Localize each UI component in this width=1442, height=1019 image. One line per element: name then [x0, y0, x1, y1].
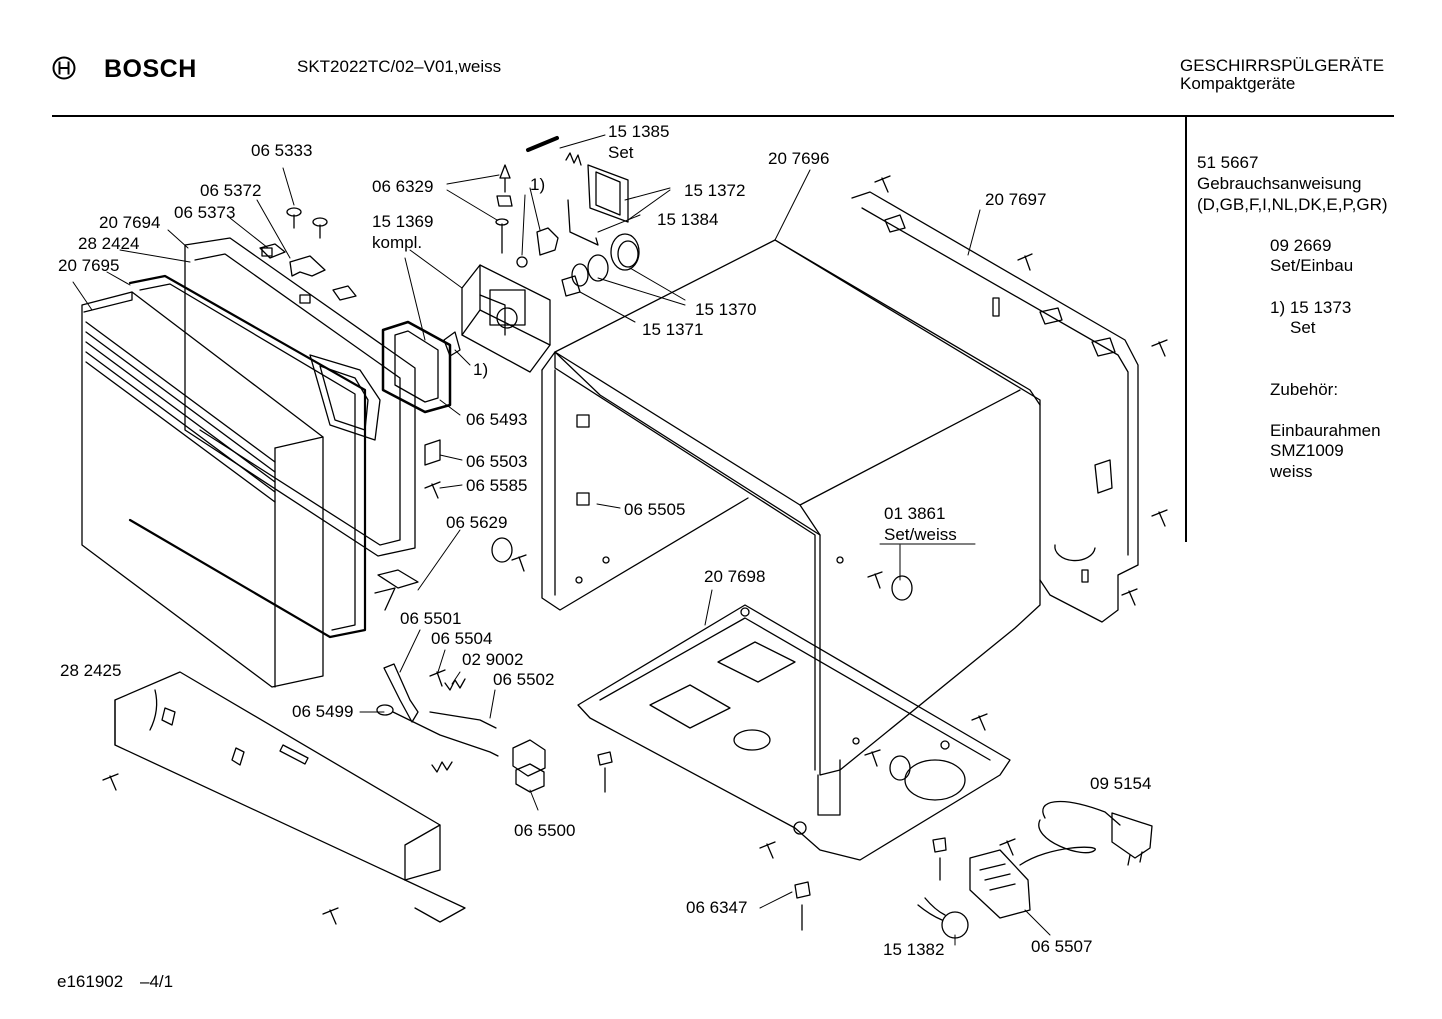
- screw-065333: [287, 208, 327, 238]
- part-label-065500: 06 5500: [514, 821, 576, 840]
- part-label-151382: 15 1382: [883, 940, 945, 959]
- part-label-065503: 06 5503: [466, 452, 528, 471]
- part-label-065505: 06 5505: [624, 500, 686, 519]
- manual-title: Gebrauchsanweisung: [1197, 174, 1362, 193]
- part-label-note1-mid: 1): [473, 360, 489, 379]
- rings-151370: [562, 234, 639, 296]
- part-label-065585: 06 5585: [466, 476, 528, 495]
- side-panel: [852, 192, 1138, 622]
- part-label-151369: 15 1369: [372, 212, 434, 231]
- base-plate: [578, 605, 1010, 860]
- brand-name: BOSCH: [104, 55, 197, 83]
- accessory-color: weiss: [1270, 462, 1313, 481]
- part-label-151372: 15 1372: [684, 181, 746, 200]
- part-label-065372: 06 5372: [200, 181, 262, 200]
- part-label-065499: 06 5499: [292, 702, 354, 721]
- part-label-151384: 15 1384: [657, 210, 719, 229]
- part-label-065493: 06 5493: [466, 410, 528, 429]
- bosch-logo-icon: [52, 56, 76, 80]
- switch-part: [444, 332, 460, 356]
- part-label-066329: 06 6329: [372, 177, 434, 196]
- part-label-065501: 06 5501: [400, 609, 462, 628]
- set-number: 09 2669: [1270, 236, 1332, 255]
- screws: [103, 176, 1167, 924]
- part-label-065504: 06 5504: [431, 629, 493, 648]
- leader-lines: [73, 135, 1050, 945]
- door-front-panel: [82, 292, 323, 687]
- terminal-block: [970, 850, 1030, 918]
- part-label-065629: 06 5629: [446, 513, 508, 532]
- accessory-name: Einbaurahmen: [1270, 421, 1381, 440]
- latch-assembly: [377, 664, 545, 792]
- part-label-207694: 20 7694: [99, 213, 161, 232]
- part-label-set: Set: [608, 143, 634, 162]
- model-number: SKT2022TC/02–V01,weiss: [297, 57, 502, 76]
- part-label-207695: 20 7695: [58, 256, 120, 275]
- accessories-heading: Zubehör:: [1270, 380, 1339, 399]
- handle-151372: [568, 165, 628, 245]
- drawing-code: e161902: [57, 972, 124, 991]
- part-label-065502: 06 5502: [493, 670, 555, 689]
- category-title: GESCHIRRSPÜLGERÄTE: [1180, 56, 1385, 75]
- cabinet-body: [542, 240, 1040, 815]
- door-seal-inner: [395, 331, 438, 402]
- part-label-282425: 28 2425: [60, 661, 122, 680]
- kick-plate: [115, 672, 465, 922]
- button-parts-066329: [496, 165, 558, 267]
- control-module: [462, 265, 550, 372]
- manual-languages: (D,GB,F,I,NL,DK,E,P,GR): [1197, 195, 1388, 214]
- feet: [598, 752, 946, 930]
- sidebar-divider: [1185, 117, 1187, 542]
- spring-151385: [566, 153, 581, 165]
- part-label-065373: 06 5373: [174, 203, 236, 222]
- footnote-label: Set: [1290, 318, 1316, 337]
- clip-small: [333, 286, 356, 300]
- footnote-number: 1) 15 1373: [1270, 298, 1352, 317]
- set-label: Set/Einbau: [1270, 256, 1354, 275]
- part-label-kompl: kompl.: [372, 233, 423, 252]
- part-label-207696: 20 7696: [768, 149, 830, 168]
- part-label-065507: 06 5507: [1031, 937, 1093, 956]
- part-label-207697: 20 7697: [985, 190, 1047, 209]
- part-label-282424: 28 2424: [78, 234, 140, 253]
- door-seal-frame: [130, 276, 365, 637]
- part-label-set-weiss: Set/weiss: [884, 525, 957, 544]
- category-subtitle: Kompaktgeräte: [1180, 74, 1296, 93]
- part-label-151370: 15 1370: [695, 300, 757, 319]
- page-number: –4/1: [140, 972, 174, 991]
- part-label-065333: 06 5333: [251, 141, 313, 160]
- wire-151385: [528, 138, 557, 150]
- part-label-095154: 09 5154: [1090, 774, 1152, 793]
- part-label-151385: 15 1385: [608, 122, 670, 141]
- inner-door: [185, 238, 415, 556]
- clip-065372: [290, 256, 325, 276]
- clip-065373: [260, 244, 285, 258]
- part-label-207698: 20 7698: [704, 567, 766, 586]
- part-label-013861: 01 3861: [884, 504, 946, 523]
- power-cord: [1020, 802, 1152, 865]
- capacitor: [918, 898, 968, 938]
- part-label-note1-top: 1): [530, 175, 546, 194]
- part-label-151371: 15 1371: [642, 320, 704, 339]
- header-divider: [52, 115, 1394, 117]
- manual-number: 51 5667: [1197, 153, 1259, 172]
- door-seal: [383, 322, 450, 412]
- part-label-066347: 06 6347: [686, 898, 748, 917]
- caps: [492, 538, 912, 780]
- part-label-029002: 02 9002: [462, 650, 524, 669]
- accessory-model: SMZ1009: [1270, 441, 1344, 460]
